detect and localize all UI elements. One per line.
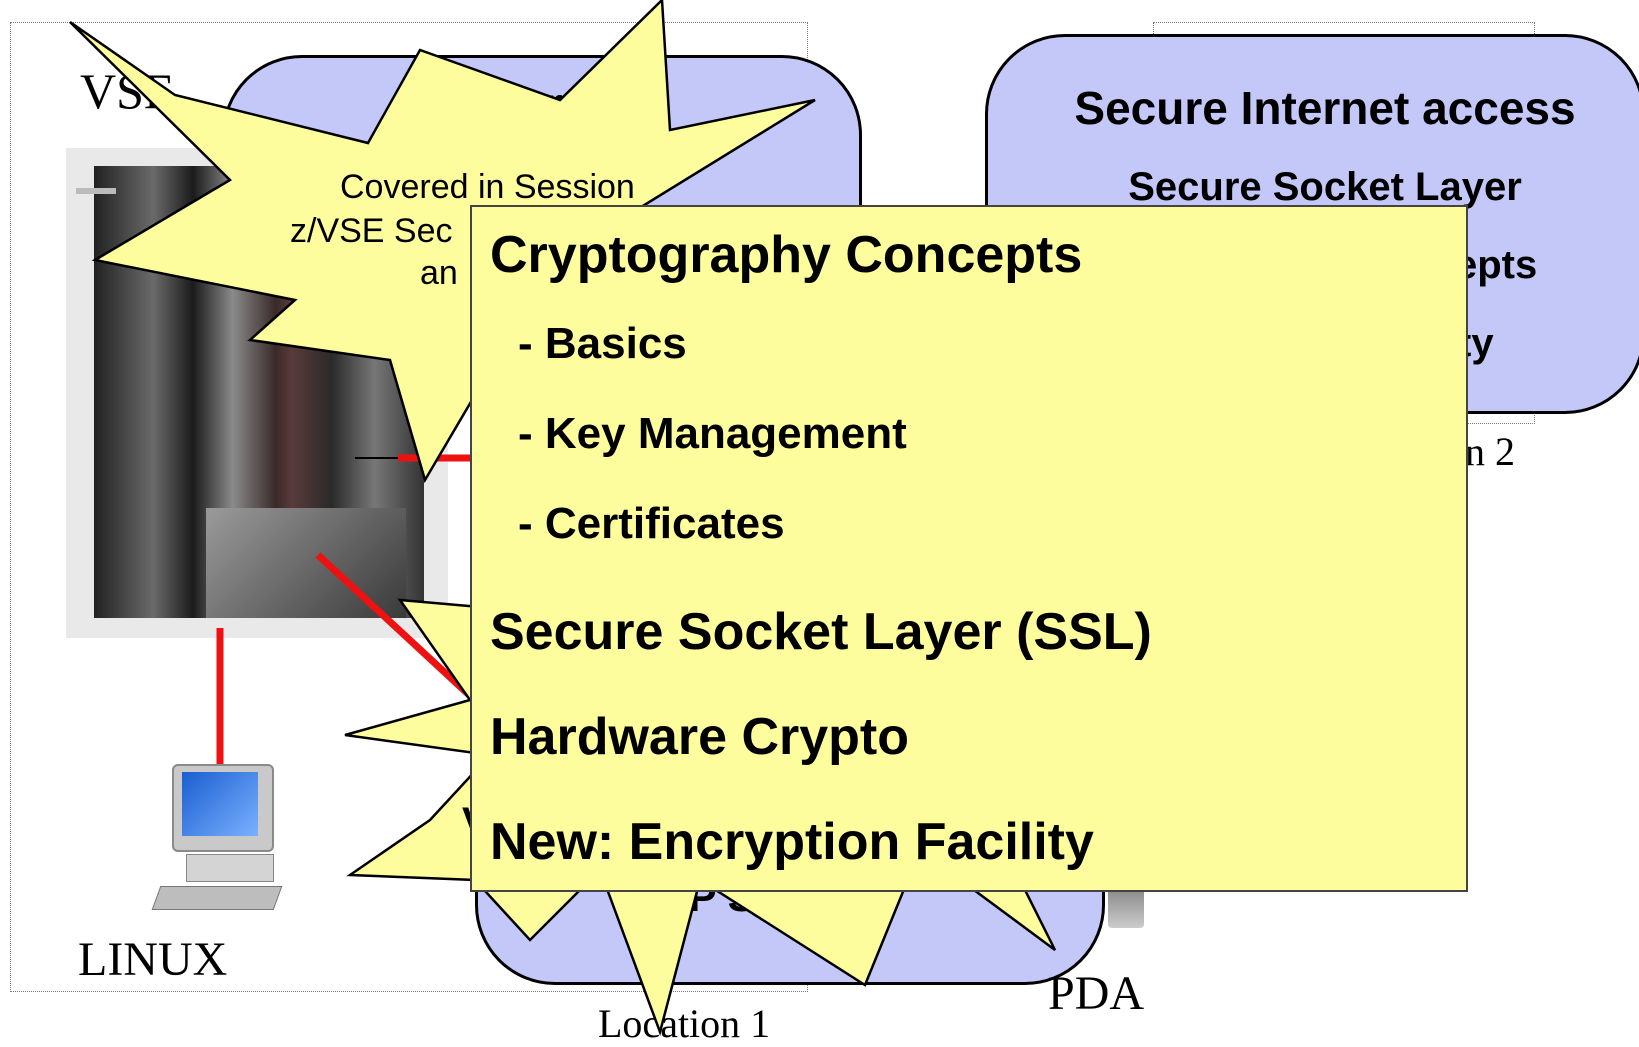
location1-label: Location 1 [598,1001,771,1046]
top-starburst-line3: an [420,254,458,292]
overlay-sub-key-management: - Key Management [518,409,907,458]
overlay-title: Cryptography Concepts [490,226,1083,284]
top-starburst-line2: z/VSE Sec [290,212,453,250]
top-starburst-line1: Covered in Session [340,168,635,206]
linux-workstation-icon [150,760,290,920]
linux-label: LINUX [78,933,228,986]
internet-box-title: Secure Internet access [1074,82,1576,134]
overlay-item-hardware-crypto: Hardware Crypto [490,708,909,766]
overlay-sub-certificates: - Certificates [518,499,785,548]
overlay-item-ssl: Secure Socket Layer (SSL) [490,603,1152,661]
pda-label: PDA [1048,967,1145,1020]
internet-box-line3: epts [1455,243,1538,287]
overlay-item-encryption-facility: New: Encryption Facility [490,813,1094,871]
cryptography-topics-panel: Cryptography Concepts - Basics - Key Man… [470,205,1468,892]
pda-icon [1108,888,1144,928]
internet-box-line2: Secure Socket Layer [1128,165,1522,209]
overlay-sub-basics: - Basics [518,319,687,368]
location2-label: n 2 [1465,429,1515,474]
